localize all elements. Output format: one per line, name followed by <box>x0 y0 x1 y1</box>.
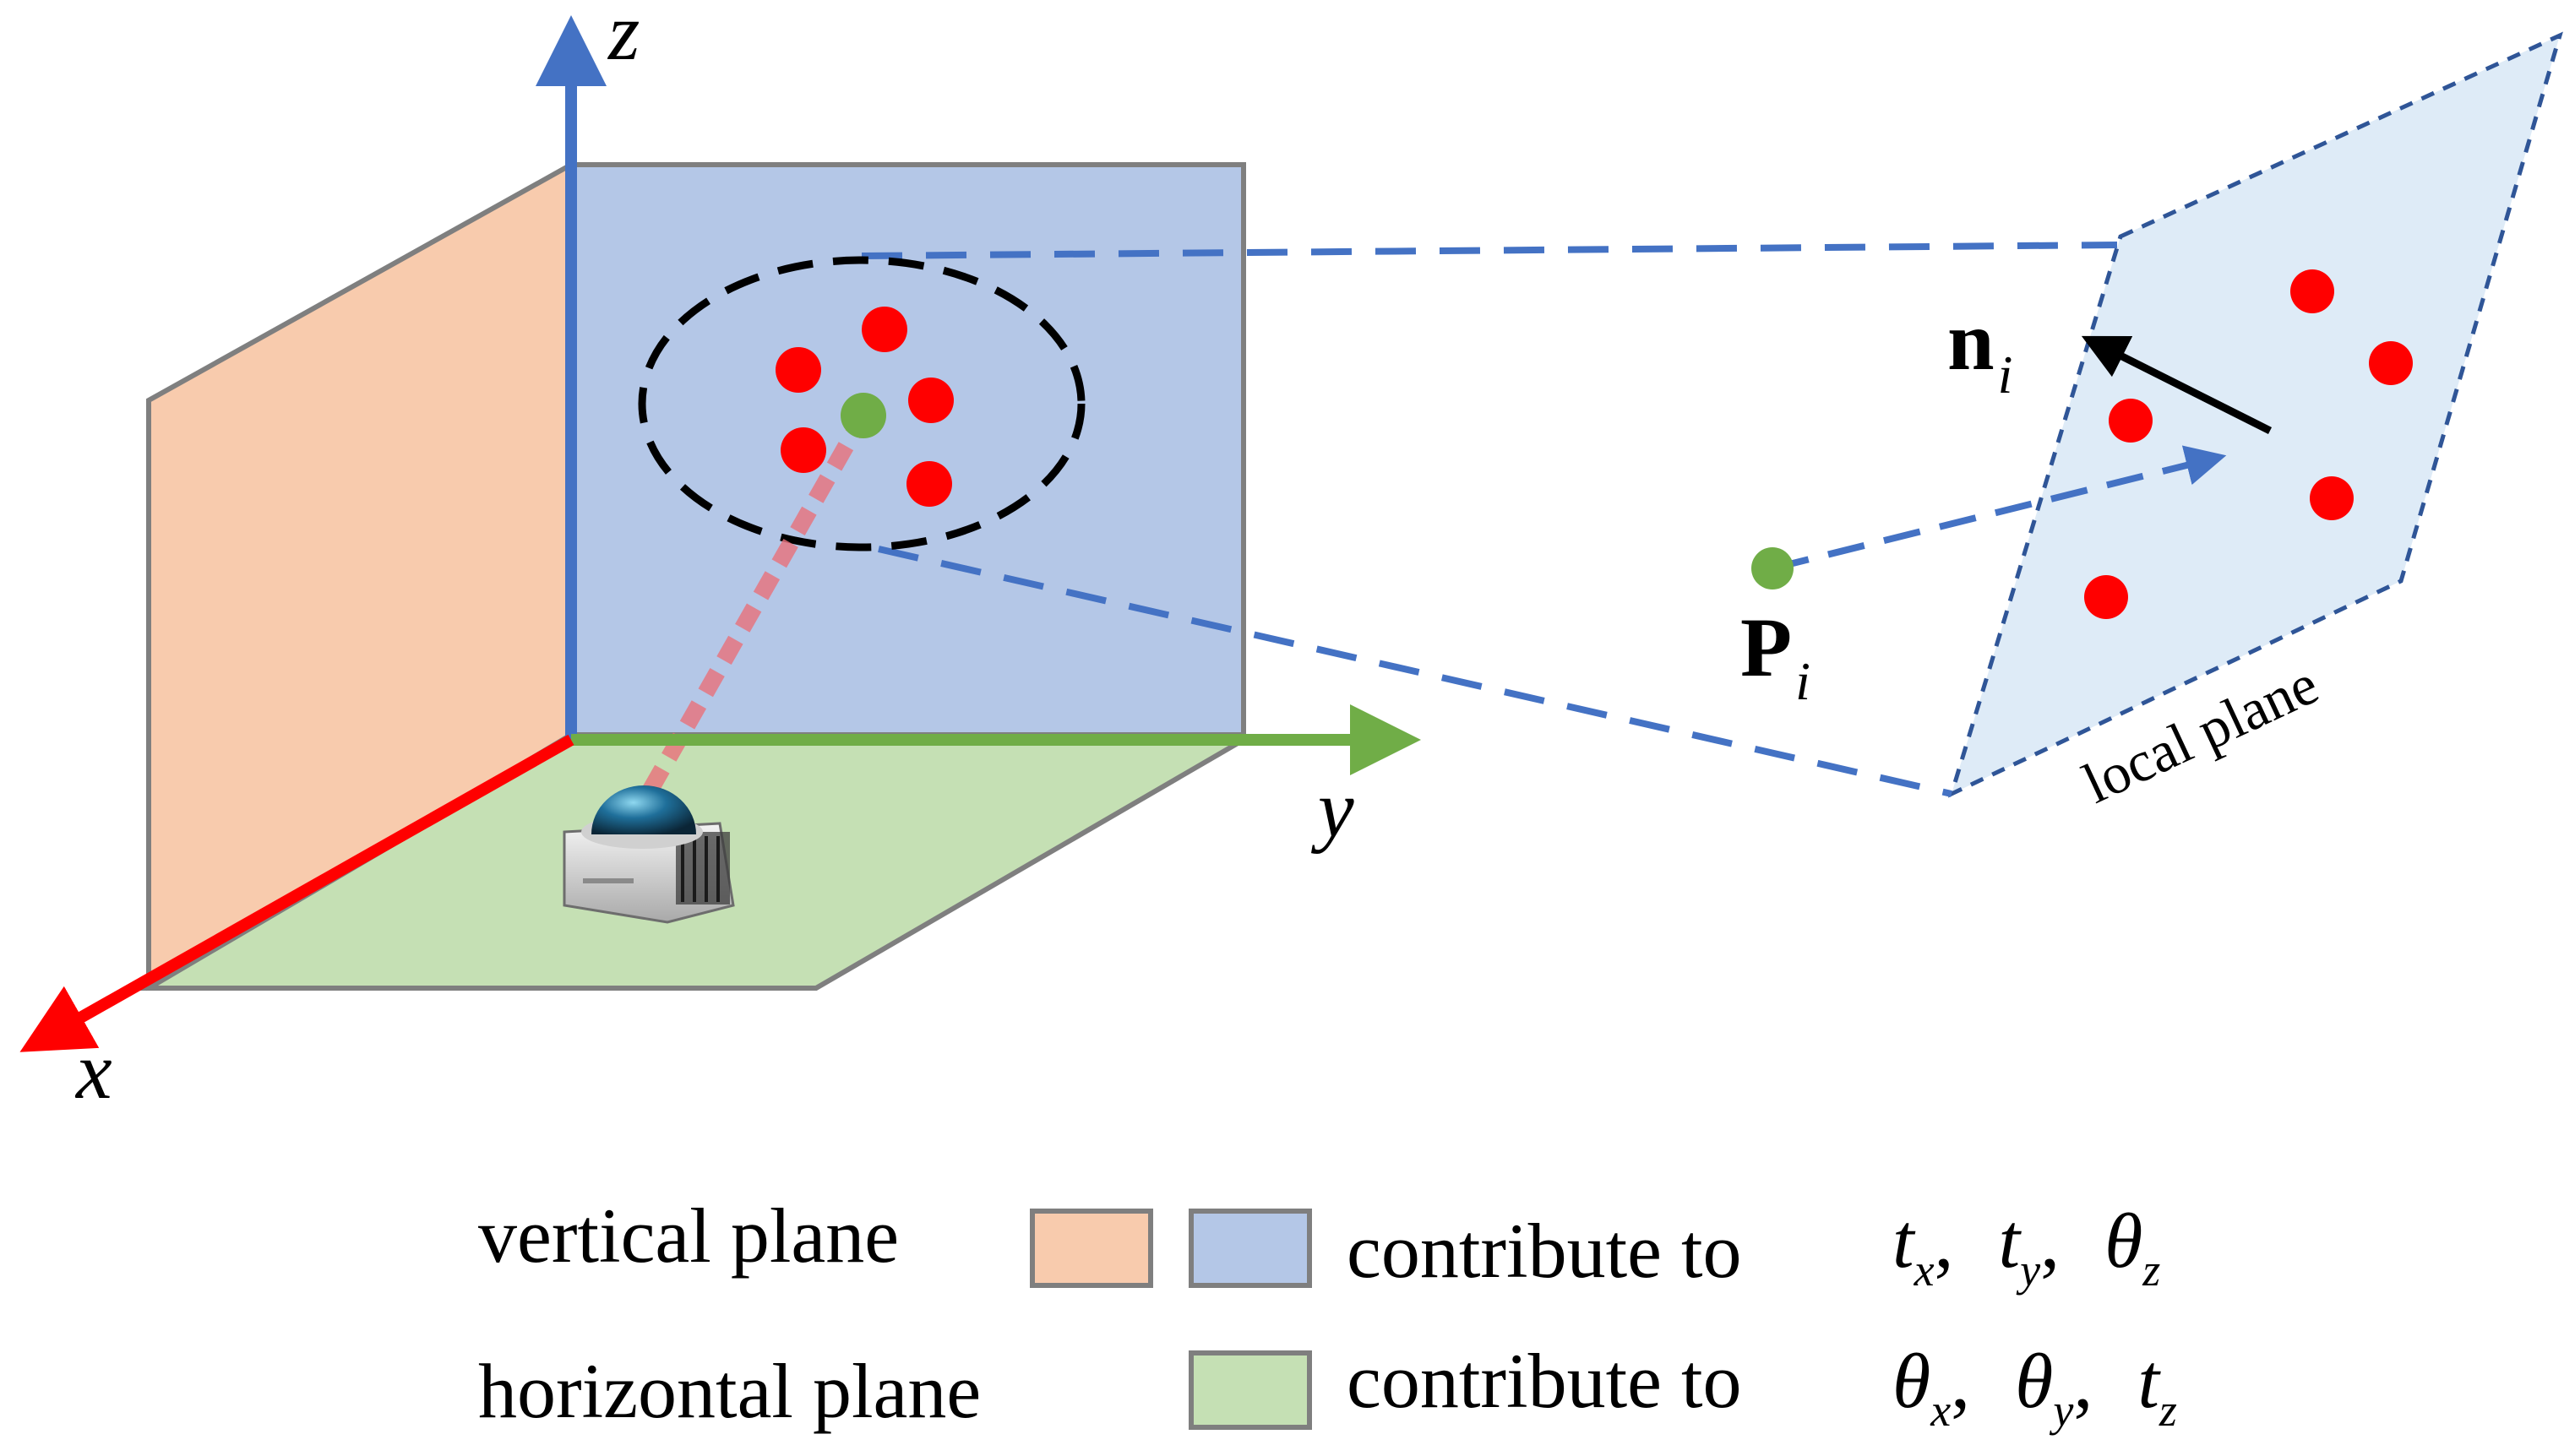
point-label: P i <box>1740 600 1810 711</box>
local-point <box>2310 476 2354 520</box>
term-sep: , <box>2073 1338 2093 1424</box>
term-main: t <box>2137 1338 2161 1424</box>
term-sep: , <box>2040 1198 2060 1284</box>
local-point <box>2290 269 2334 313</box>
term-sub: x <box>1914 1245 1935 1296</box>
term-sub: x <box>1930 1385 1951 1436</box>
legend-row1-terms: tx, ty, θz <box>1892 1198 2160 1296</box>
term-sub: z <box>2159 1385 2177 1436</box>
term-main: t <box>1999 1198 2022 1284</box>
neighbor-point <box>776 347 821 393</box>
legend: vertical plane contribute to tx, ty, θz … <box>478 1193 2177 1436</box>
projection-line-bottom <box>878 546 1952 797</box>
neighbor-point <box>906 461 952 507</box>
y-axis-label: y <box>1310 763 1354 854</box>
x-axis <box>19 734 574 1052</box>
neighbor-point <box>862 307 907 352</box>
legend-row1-contribute: contribute to <box>1347 1208 1742 1294</box>
local-plane-points <box>2084 269 2413 619</box>
term-main: θ <box>2104 1198 2142 1284</box>
legend-horizontal-label: horizontal plane <box>478 1348 981 1434</box>
neighbor-point <box>781 427 826 473</box>
term-main: θ <box>2015 1338 2053 1424</box>
neighbor-point <box>908 378 954 423</box>
projection-line-top <box>861 242 2118 259</box>
query-point-pi <box>1751 547 1794 589</box>
local-point <box>2109 399 2153 443</box>
legend-swatch-vertical-blue <box>1189 1209 1312 1288</box>
term-main: θ <box>1892 1338 1930 1424</box>
legend-vertical-label: vertical plane <box>478 1193 899 1279</box>
point-to-plane-arrow <box>1772 445 2227 572</box>
lidar-sensor-icon <box>563 785 735 924</box>
legend-swatch-horizontal <box>1189 1350 1312 1430</box>
term-main: t <box>1892 1198 1916 1284</box>
normal-arrow <box>2081 335 2273 435</box>
legend-row2-contribute: contribute to <box>1347 1338 1742 1424</box>
z-axis-label: z <box>607 0 640 77</box>
local-point <box>2369 341 2413 385</box>
neighbor-points <box>776 307 954 507</box>
normal-label: n i <box>1947 294 2012 405</box>
local-point <box>2084 575 2128 619</box>
neighborhood-ellipse <box>638 256 1086 551</box>
term-sub: y <box>2049 1385 2073 1436</box>
x-axis-label: x <box>74 1025 112 1116</box>
term-sub: z <box>2142 1245 2160 1296</box>
query-point-in-ellipse <box>841 393 886 438</box>
term-sub: y <box>2016 1245 2040 1296</box>
legend-row2-terms: θx, θy, tz <box>1892 1338 2177 1436</box>
term-sep: , <box>1935 1198 1954 1284</box>
term-sep: , <box>1951 1338 1970 1424</box>
legend-swatch-vertical-orange <box>1030 1209 1153 1288</box>
